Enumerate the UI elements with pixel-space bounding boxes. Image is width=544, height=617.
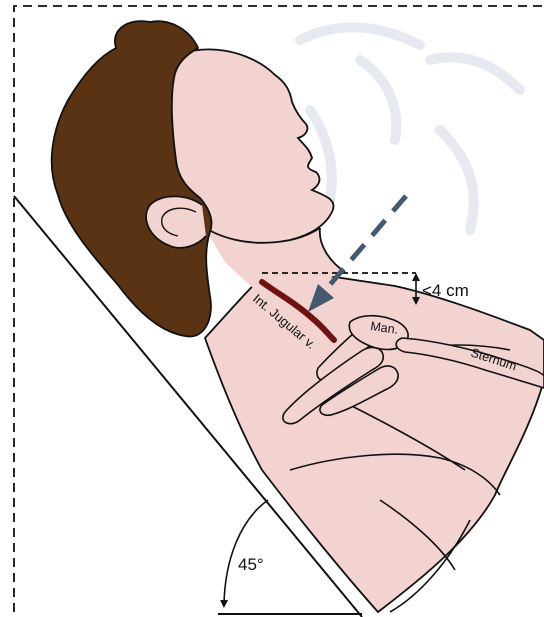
label-angle: 45° [238,555,264,574]
label-depth: <4 cm [422,281,469,300]
background-watermark [300,27,520,230]
curved-arrow-icon [224,500,268,604]
